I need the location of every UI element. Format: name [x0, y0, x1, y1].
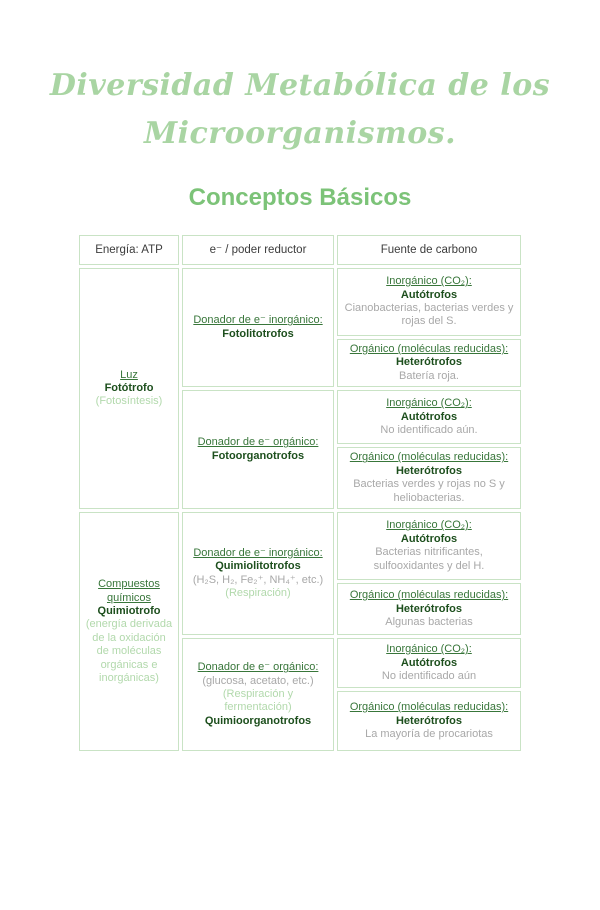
donor-cell-quimioorganotrofos: Donador de e⁻ orgánico: (glucosa, acetat…	[182, 638, 334, 752]
header-row: Energía: ATP e⁻ / poder reductor Fuente …	[79, 235, 521, 265]
trophic-name: Autótrofos	[400, 656, 458, 669]
col-header-electron-donor: e⁻ / poder reductor	[182, 235, 334, 265]
donor-type-label: Donador de e⁻ inorgánico:	[193, 546, 323, 559]
examples-text: Algunas bacterias	[385, 615, 473, 628]
trophic-name: Fotolitotrofos	[222, 327, 294, 340]
table-row: Orgánico (moléculas reducidas): Heterótr…	[79, 339, 521, 388]
carbon-cell: Orgánico (moléculas reducidas): Heterótr…	[337, 447, 521, 510]
carbon-cell: Orgánico (moléculas reducidas): Heterótr…	[337, 339, 521, 388]
examples-text: No identificado aún	[381, 669, 477, 682]
donor-cell-fotoorganotrofos: Donador de e⁻ orgánico: Fotoorganotrofos	[182, 390, 334, 510]
carbon-type-label: Inorgánico (CO₂):	[386, 643, 472, 656]
carbon-type-label: Inorgánico (CO₂):	[386, 275, 472, 288]
trophic-name: Quimiolitotrofos	[215, 560, 301, 573]
page-title-line2: Microorganismos.	[143, 116, 457, 151]
trophic-name: Heterótrofos	[395, 356, 462, 369]
donor-cell-quimiolitotrofos: Donador de e⁻ inorgánico: Quimiolitotrof…	[182, 512, 334, 636]
examples-text: Bacterias nitrificantes, sulfooxidantes …	[373, 546, 485, 572]
table-row: Orgánico (moléculas reducidas): Heterótr…	[79, 447, 521, 510]
table-row: Compuestos químicos Quimiotrofo (energía…	[79, 512, 521, 752]
trophic-name: Fotoorganotrofos	[211, 449, 305, 462]
carbon-type-label: Inorgánico (CO₂):	[386, 519, 472, 532]
carbon-type-label: Orgánico (moléculas reducidas):	[349, 701, 509, 714]
carbon-cell: Inorgánico (CO₂): Autótrofos Cianobacter…	[337, 268, 521, 336]
table-row: Luz Fotótrofo (Fotosíntesis) Donador de …	[79, 268, 521, 510]
energy-source-label: Compuestos químicos	[98, 578, 160, 604]
trophic-name: Quimioorganotrofos	[204, 714, 312, 727]
table-row: Donador de e⁻ orgánico: (glucosa, acetat…	[79, 638, 521, 752]
examples-text: Batería roja.	[399, 369, 459, 382]
trophic-name: Heterótrofos	[395, 464, 462, 477]
examples-text: Cianobacterias, bacterias verdes y rojas…	[344, 302, 514, 328]
carbon-type-label: Orgánico (moléculas reducidas):	[349, 589, 509, 602]
energy-cell-luz: Luz Fotótrofo (Fotosíntesis)	[79, 268, 179, 510]
metabolic-diversity-table: Energía: ATP e⁻ / poder reductor Fuente …	[76, 232, 524, 754]
trophic-name: Heterótrofos	[395, 602, 462, 615]
energy-cell-quimiotrofo: Compuestos químicos Quimiotrofo (energía…	[79, 512, 179, 752]
carbon-type-label: Orgánico (moléculas reducidas):	[349, 343, 509, 355]
col-header-carbon-source: Fuente de carbono	[337, 235, 521, 265]
table-row: Orgánico (moléculas reducidas): Heterótr…	[79, 691, 521, 752]
trophic-name: Quimiotrofo	[97, 604, 161, 617]
carbon-cell: Inorgánico (CO₂): Autótrofos No identifi…	[337, 638, 521, 689]
energy-source-label: Luz	[120, 368, 138, 381]
donor-type-label: Donador de e⁻ orgánico:	[197, 436, 319, 449]
carbon-type-label: Inorgánico (CO₂):	[386, 397, 472, 410]
examples-text: La mayoría de procariotas	[365, 727, 493, 740]
page-title: Diversidad Metabólica de los Microorgani…	[0, 62, 600, 158]
examples-text: No identificado aún.	[380, 423, 478, 436]
donor-substrates: (glucosa, acetato, etc.)	[202, 674, 314, 687]
carbon-cell: Orgánico (moléculas reducidas): Heterótr…	[337, 583, 521, 636]
examples-text: Bacterias verdes y rojas no S y heliobac…	[353, 478, 505, 504]
trophic-name: Autótrofos	[400, 532, 458, 545]
carbon-cell: Orgánico (moléculas reducidas): Heterótr…	[337, 691, 521, 752]
trophic-name: Heterótrofos	[395, 714, 462, 727]
trophic-name: Fotótrofo	[104, 381, 154, 394]
energy-note: (energía derivada de la oxidación de mol…	[85, 618, 173, 684]
donor-process-note: (Respiración y fermentación)	[222, 688, 294, 714]
donor-process-note: (Respiración)	[225, 587, 291, 600]
page-title-line1: Diversidad Metabólica de los	[49, 68, 551, 103]
donor-type-label: Donador de e⁻ inorgánico:	[193, 314, 323, 327]
carbon-cell: Inorgánico (CO₂): Autótrofos Bacterias n…	[337, 512, 521, 581]
donor-cell-fotolitotrofos: Donador de e⁻ inorgánico: Fotolitotrofos	[182, 268, 334, 388]
carbon-cell: Inorgánico (CO₂): Autótrofos No identifi…	[337, 390, 521, 445]
energy-note: (Fotosíntesis)	[95, 395, 163, 408]
col-header-energy: Energía: ATP	[79, 235, 179, 265]
table-row: Donador de e⁻ orgánico: Fotoorganotrofos…	[79, 390, 521, 510]
donor-substrates: (H₂S, H₂, Fe₂⁺, NH₄⁺, etc.)	[192, 573, 324, 586]
trophic-name: Autótrofos	[400, 288, 458, 301]
table-row: Orgánico (moléculas reducidas): Heterótr…	[79, 583, 521, 636]
trophic-name: Autótrofos	[400, 410, 458, 423]
section-heading: Conceptos Básicos	[188, 184, 412, 211]
carbon-type-label: Orgánico (moléculas reducidas):	[349, 451, 509, 464]
donor-type-label: Donador de e⁻ orgánico:	[197, 661, 319, 674]
